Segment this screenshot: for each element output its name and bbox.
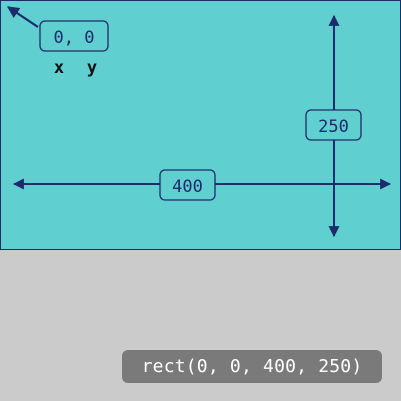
- origin-label-box: 0, 0: [39, 20, 109, 52]
- code-snippet: rect(0, 0, 400, 250): [122, 350, 382, 383]
- width-label: 400: [172, 177, 203, 197]
- width-label-box: 400: [159, 169, 216, 201]
- origin-label: 0, 0: [54, 28, 95, 48]
- y-label: y: [87, 58, 97, 78]
- x-label: x: [54, 58, 64, 78]
- height-label-box: 250: [305, 109, 362, 141]
- origin-arrow: [6, 6, 39, 28]
- height-label: 250: [318, 117, 349, 137]
